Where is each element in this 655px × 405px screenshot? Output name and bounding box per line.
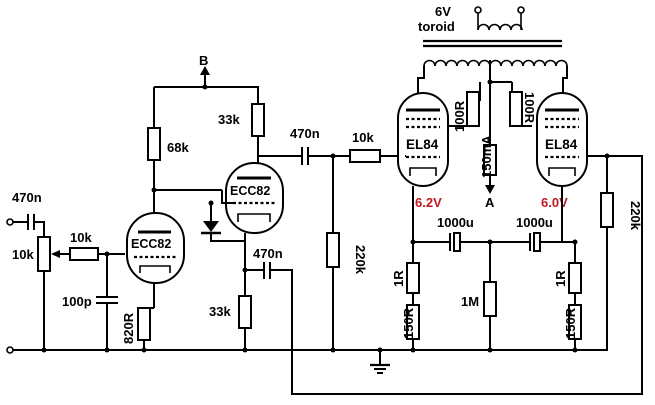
bias-current-label: 150mA	[479, 135, 494, 178]
input-terminal[interactable]	[6, 218, 14, 226]
screen-stopper-left	[466, 91, 480, 127]
bias-left-top-label: 1R	[391, 270, 406, 287]
tube-v2: ECC82	[225, 162, 284, 234]
tube-v1-label: ECC82	[131, 237, 171, 251]
transformer-voltage-label: 6V	[435, 4, 451, 19]
bias-left-bottom-label: 150R	[401, 307, 416, 339]
tube-v4-label: EL84	[545, 137, 578, 152]
diode	[201, 221, 221, 235]
feedback-capacitor	[263, 262, 271, 279]
tube-v3: EL84	[397, 92, 449, 187]
ground-symbol-icon	[370, 350, 390, 374]
node-b-label: B	[199, 53, 208, 68]
plate-resistor-v1	[147, 127, 161, 161]
center-resistor-label: 1M	[461, 294, 479, 309]
input-pot-label: 10k	[12, 247, 34, 262]
grid-stopper-label: 10k	[70, 230, 92, 245]
feedback-resistor	[600, 192, 614, 228]
coupling-capacitor	[301, 147, 309, 165]
tube-v1: ECC82	[126, 212, 185, 284]
bypass-left-label: 1000u	[437, 215, 474, 230]
screen-stopper-left-label: 100R	[452, 100, 467, 132]
toroid-transformer: 6V toroid	[418, 4, 568, 67]
bypass-right-label: 1000u	[516, 215, 553, 230]
bypass-capacitor-right	[529, 232, 541, 252]
pot-wiper-arrow	[51, 250, 60, 258]
coupling-cap-label: 470n	[290, 126, 320, 141]
bypass-capacitor-left	[449, 232, 461, 252]
screen-stopper-right-label: 100R	[522, 92, 537, 124]
input-capacitor	[27, 214, 35, 230]
input-potentiometer[interactable]	[37, 236, 51, 272]
tube-v2-label: ECC82	[230, 184, 270, 198]
cathode-resistor-v1-label: 820R	[121, 312, 136, 344]
transformer-terminal-left	[474, 6, 482, 14]
grid-stopper-resistor	[69, 247, 99, 261]
screen-stopper-right	[509, 91, 523, 127]
power-grid-stopper	[349, 149, 381, 163]
transformer-primary-coil	[477, 23, 523, 31]
transformer-type-label: toroid	[418, 19, 455, 34]
bias-resistor-right-top	[568, 262, 582, 294]
tube-v4: EL84	[536, 92, 588, 187]
input-cap-label: 470n	[12, 190, 42, 205]
feedback-resistor-label: 220k	[628, 201, 643, 231]
feedback-cap-label: 470n	[253, 246, 283, 261]
bias-right-top-label: 1R	[553, 270, 568, 287]
plate-resistor-v2-label: 33k	[218, 112, 240, 127]
bias-right-bottom-label: 150R	[563, 307, 578, 339]
shunt-cap-label: 100p	[62, 294, 92, 309]
plate-resistor-v1-label: 68k	[167, 140, 189, 155]
cathode-resistor-v2-label: 33k	[209, 304, 231, 319]
node-a-label: A	[485, 195, 495, 210]
bias-resistor-left-top	[406, 262, 420, 294]
cathode-resistor-v1	[137, 307, 151, 341]
voltage-left-label: 6.2V	[415, 195, 442, 210]
center-resistor	[483, 281, 497, 317]
transformer-terminal-right	[517, 6, 525, 14]
node-a-arrow	[485, 185, 495, 194]
power-grid-stopper-label: 10k	[352, 130, 374, 145]
tube-v3-label: EL84	[406, 137, 439, 152]
input-shunt-capacitor	[96, 296, 118, 304]
node-b-arrow	[200, 66, 210, 75]
cathode-resistor-v2	[238, 295, 252, 329]
ground-terminal[interactable]	[6, 346, 14, 354]
grid-leak-label: 220k	[353, 245, 368, 275]
voltage-right-label: 6.0V	[541, 195, 568, 210]
plate-resistor-v2	[251, 103, 265, 137]
transformer-secondary-coil	[423, 59, 568, 67]
grid-leak-resistor	[326, 232, 340, 268]
